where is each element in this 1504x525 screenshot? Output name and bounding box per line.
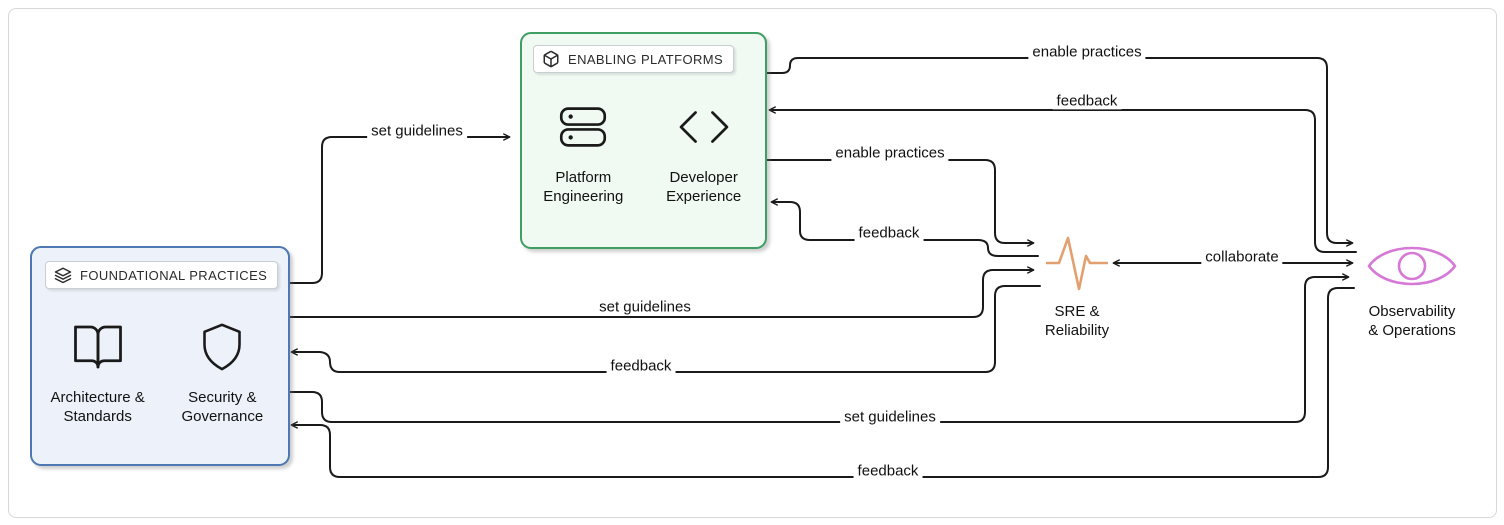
group-foundational-practices: FOUNDATIONAL PRACTICES Architecture & St… (30, 246, 290, 466)
edge-label-feedback-enabling-from-sre: feedback (854, 224, 924, 242)
canvas-frame (8, 8, 1497, 518)
item-developer-experience: Developer Experience (645, 94, 763, 206)
server-icon (554, 94, 612, 160)
edge-label-enable-practices-sre: enable practices (831, 144, 949, 162)
foundational-practices-badge: FOUNDATIONAL PRACTICES (45, 261, 279, 289)
edge-label-enable-practices-observability: enable practices (1028, 43, 1146, 61)
edge-label-set-guidelines-sre: set guidelines (595, 298, 695, 316)
shield-icon (194, 314, 250, 380)
package-icon (542, 50, 560, 68)
edge-label-feedback-foundational-from-observability: feedback (853, 462, 923, 480)
layers-icon (54, 266, 72, 284)
item-security-governance: Security & Governance (163, 314, 281, 426)
item-architecture-standards: Architecture & Standards (39, 314, 157, 426)
book-open-icon (68, 314, 128, 380)
item-label: Security & Governance (181, 389, 264, 425)
item-label: Developer Experience (666, 169, 742, 205)
enabling-platforms-badge: ENABLING PLATFORMS (533, 45, 735, 73)
edge-label-set-guidelines-observability: set guidelines (840, 408, 940, 426)
item-label: Architecture & Standards (50, 389, 145, 425)
edge-label-feedback-foundational-from-sre: feedback (606, 357, 676, 375)
node-label-observability: Observability & Operations (1368, 303, 1456, 339)
group-title: ENABLING PLATFORMS (568, 51, 724, 67)
group-title: FOUNDATIONAL PRACTICES (80, 267, 268, 283)
edge-label-set-guidelines-enabling: set guidelines (367, 122, 467, 140)
item-platform-engineering: Platform Engineering (524, 94, 642, 206)
node-label-sre: SRE & Reliability (1044, 303, 1110, 339)
code-icon (673, 94, 735, 160)
group-enabling-platforms: ENABLING PLATFORMS Platform Engineering (520, 32, 767, 249)
edge-label-collaborate: collaborate (1201, 248, 1283, 266)
activity-pulse-icon (1046, 236, 1108, 291)
eye-icon (1367, 246, 1457, 286)
edge-label-feedback-enabling-from-observability: feedback (1052, 92, 1122, 110)
item-label: Platform Engineering (543, 169, 624, 205)
